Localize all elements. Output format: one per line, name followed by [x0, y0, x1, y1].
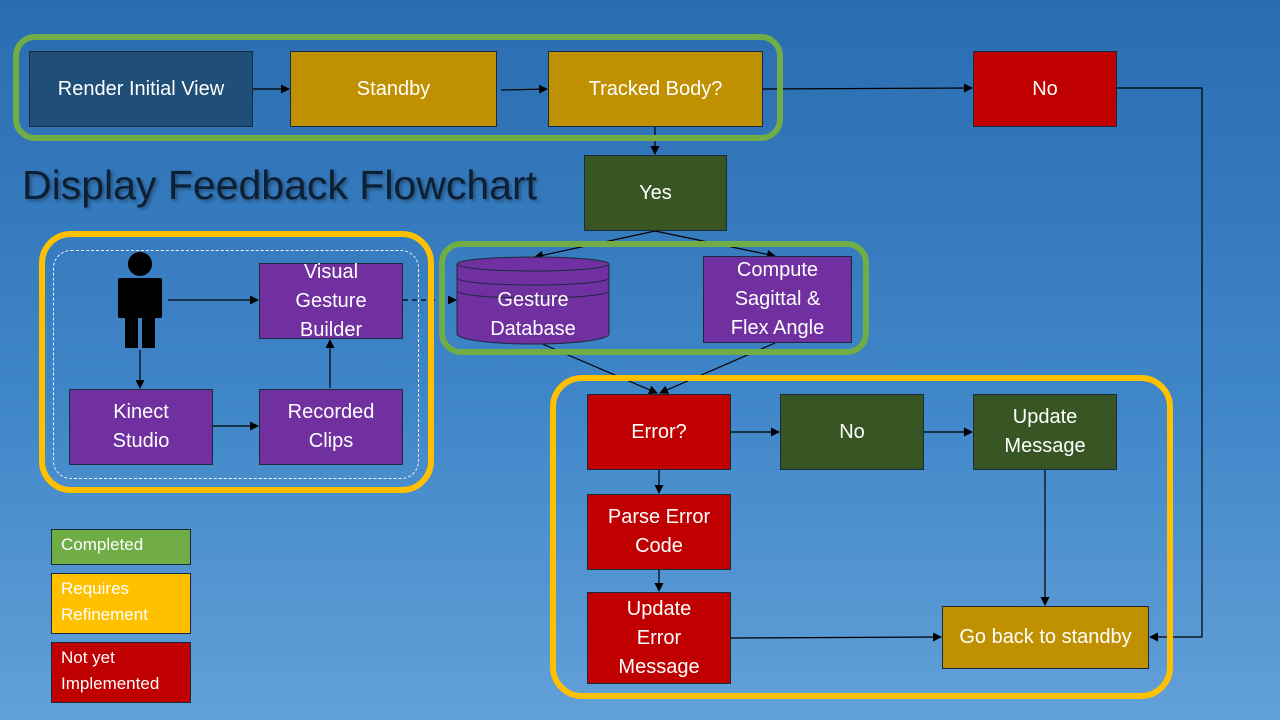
person-silhouette-icon — [118, 252, 162, 348]
database-cylinder-icon — [456, 256, 610, 345]
arrow-tracked-to-no — [762, 83, 973, 93]
group-completed-middle — [439, 241, 869, 355]
group-refinement-left — [39, 231, 434, 493]
node-no-error: No — [780, 394, 924, 470]
node-gesture-database: Gesture Database — [490, 289, 576, 340]
node-go-back-to-standby: Go back to standby — [942, 606, 1149, 669]
node-standby: Standby — [290, 51, 497, 127]
node-update-message: Update Message — [973, 394, 1117, 470]
arrow-no-to-go-back — [1117, 87, 1203, 642]
node-update-error-message: Update Error Message — [587, 592, 731, 684]
node-visual-gesture-builder: Visual Gesture Builder — [259, 261, 403, 341]
node-recorded-clips: Recorded Clips — [259, 389, 403, 465]
node-yes: Yes — [584, 155, 727, 231]
legend-requires-refinement: Requires Refinement — [51, 573, 191, 634]
node-error-check: Error? — [587, 394, 731, 470]
legend-not-yet-implemented: Not yet Implemented — [51, 642, 191, 703]
legend-completed: Completed — [51, 529, 191, 565]
node-render-initial-view: Render Initial View — [29, 51, 253, 127]
group-refinement-bottom — [550, 375, 1173, 699]
group-inner-dashed — [53, 250, 419, 479]
group-completed-top — [13, 34, 783, 141]
node-kinect-studio: Kinect Studio — [69, 389, 213, 465]
page-title: Display Feedback Flowchart — [22, 162, 537, 208]
node-tracked-body: Tracked Body? — [548, 51, 763, 127]
node-parse-error-code: Parse Error Code — [587, 494, 731, 570]
arrow-standby-to-tracked — [500, 84, 548, 94]
node-no-top: No — [973, 51, 1117, 127]
arrow-update-error-to-go-back — [730, 632, 942, 642]
node-compute-sagittal: Compute Sagittal & Flex Angle — [703, 256, 852, 343]
